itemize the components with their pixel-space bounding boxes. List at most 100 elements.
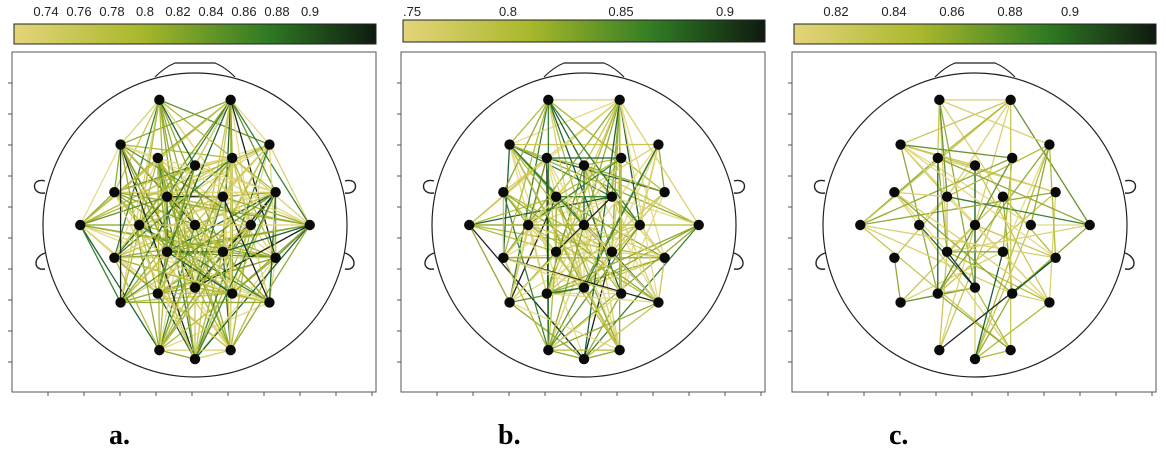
head-circle [42,72,348,378]
connectivity-edge [158,99,277,193]
connectivity-edge [900,99,1011,146]
colorbar-tick-label: 0.88 [997,4,1022,19]
connectivity-edge [893,191,1012,351]
colorbar-tick-label: 0.8 [499,4,517,19]
connectivity-edge [166,251,232,351]
connectivity-edge [80,224,168,253]
electrode-CP6 [270,252,281,263]
connectivity-edge [113,257,160,351]
connectivity-edge [502,164,585,259]
connectivity-edge [119,144,168,253]
connectivity-edge [194,286,233,295]
ear-left-lower [815,252,826,270]
electrode-Oz [969,353,981,365]
connectivity-edge [138,224,196,360]
colorbar-tick-label: 0.82 [823,4,848,19]
electrode-CP1 [161,246,173,258]
frame-border [400,51,766,393]
connectivity-edge [222,196,232,351]
colorbar-tick-label: 0.88 [264,4,289,19]
connectivity-edge [230,157,233,351]
connectivity-edge [194,224,311,289]
connectivity-edge [583,165,613,253]
electrode-Oz [578,353,590,365]
connectivity-edge [547,99,585,166]
electrode-F4 [227,152,238,164]
electrode-P7 [895,297,906,308]
connectivity-edge [657,257,666,303]
connectivity-edge [900,144,1032,226]
electrode-T8 [304,219,315,231]
electrode-FC5 [889,187,900,198]
connectivity-edge [79,224,160,351]
electrode-FC6 [1050,187,1061,198]
colorbar-tick-label: 0.86 [231,4,256,19]
electrode-P3 [932,288,943,299]
connectivity-edge [158,196,224,351]
connectivity-edge [620,191,666,294]
connectivity-edge [194,99,232,166]
connectivity-edge [619,99,660,303]
electrode-Pz [189,282,201,293]
electrode-T8 [693,219,704,231]
connectivity-edge [268,144,311,226]
electrode-CP5 [498,252,509,263]
electrode-Fz [969,160,981,171]
electrode-Pz [969,282,981,293]
connectivity-edge [157,286,196,295]
electrode-Cz [969,219,981,231]
electrode-FC1 [941,191,953,202]
connectivity-edge [974,165,1050,303]
connectivity-edge [583,144,659,288]
connectivity-edge [139,191,276,226]
connectivity-edge [114,257,233,295]
connectivity-edge [946,251,1050,304]
connectivity-edge [157,224,252,295]
head-circle [431,72,737,378]
connectivity-edge [547,157,622,351]
electrode-T7 [75,219,86,231]
connectivity-edge [527,224,548,294]
connectivity-edge [548,301,659,351]
connectivity-edge [157,165,196,294]
electrode-FC5 [498,187,509,198]
ear-right-lower [344,252,355,270]
connectivity-edge [268,144,277,258]
connectivity-edge [222,196,233,294]
electrode-Fp1 [934,94,945,106]
connectivity-edge [230,224,311,351]
connectivity-edge [194,349,231,360]
connectivity-edge [937,157,1090,226]
connectivity-edge [502,99,549,193]
electrode-FC1 [161,191,173,202]
electrode-Fz [578,160,590,171]
electrode-Cz [189,219,201,231]
connectivity-edge [583,99,621,166]
connectivity-edge [860,157,1013,226]
connectivity-edge [893,257,902,303]
connectivity-edge [527,157,622,226]
electrode-FC6 [270,187,281,198]
colorbar-gradient [402,19,766,43]
colorbar-tick-label: 0.9 [301,4,319,19]
connectivity-edge [547,99,641,226]
connectivity-edge [900,144,1057,259]
connectivity-edge [231,157,252,226]
connectivity-edge [583,224,700,289]
electrode-F3 [541,152,552,164]
electrode-T7 [855,219,866,231]
connectivity-edge [114,157,233,193]
connectivity-edge [619,99,700,226]
connectivity-edge [120,191,276,303]
colorbar-tick-label: .75 [403,4,421,19]
connectivity-edge [860,224,1056,259]
ear-right-upper [733,179,746,194]
connectivity-edge [894,191,948,198]
connectivity-edge [502,192,549,351]
connectivity-edge [157,157,232,351]
connectivity-edge [503,196,613,259]
ear-right-upper [344,179,357,194]
connectivity-edge [194,224,233,294]
